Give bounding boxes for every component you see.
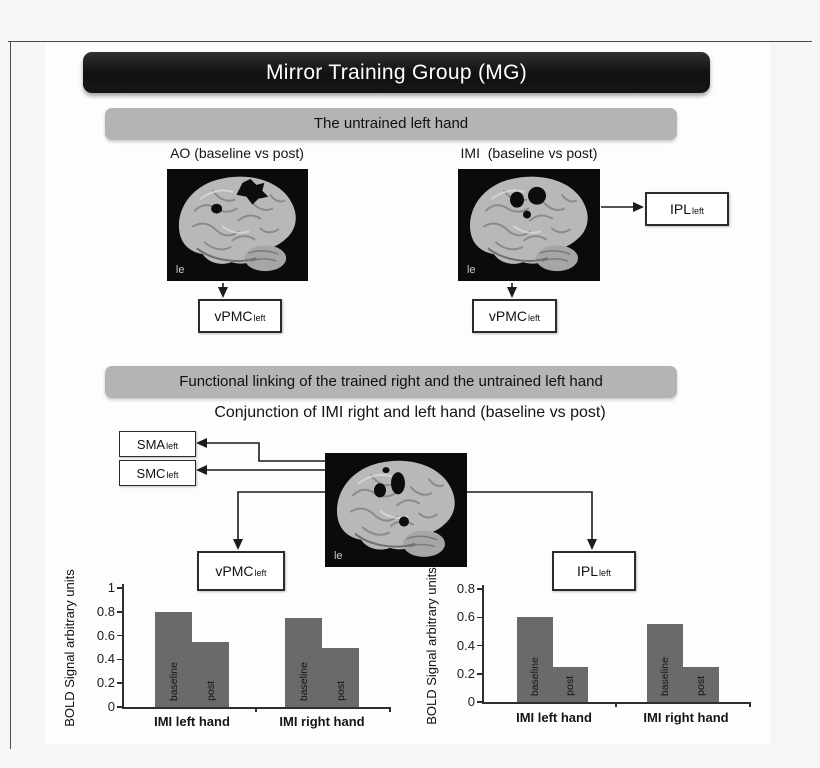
ao-caption: AO (baseline vs post) [170,145,304,161]
ipl-conj-label: IPL [576,563,598,579]
y-axis-title: BOLD Signal arbitrary units [424,567,439,725]
brain-imi-render: le [467,176,588,276]
category-label: IMI left hand [154,714,230,729]
y-tick-mark [117,658,122,661]
category-label: IMI left hand [516,710,592,725]
brain-ao-render: le [176,176,296,276]
y-tick-label: 0 [107,699,115,714]
vpmc-imi-sub: left [528,312,541,323]
brain-image-imi: le [458,169,600,281]
vpmc-conj-sub: left [254,567,267,578]
y-tick-label: 0.2 [96,675,115,691]
vpmc-ao-label: vPMC [214,308,253,324]
section-header-linking: Functional linking of the trained right … [105,366,677,398]
category-label: IMI right hand [643,710,729,725]
y-axis-line [482,585,484,702]
hemisphere-label-imi: le [467,264,476,276]
bar-post: post [552,666,588,702]
activation-blobs-conjunction [374,467,409,527]
bar-post: post [322,647,359,707]
bar-baseline: baseline [647,624,683,702]
imi-caption: IMI (baseline vs post) [460,145,598,161]
brain-image-conjunction: le [325,453,467,567]
y-tick-label: 0.4 [456,637,475,653]
x-tick-mark [749,702,751,707]
category-label: IMI right hand [279,714,365,729]
smc-sub: left [166,469,179,480]
y-tick-label: 0.8 [456,581,475,597]
y-tick-mark [117,611,122,613]
y-tick-label: 0.2 [456,665,475,681]
ipl-conj-sub: left [599,567,612,578]
activation-blobs-ao [211,178,269,214]
y-tick-mark [477,588,482,590]
bar-series-label: baseline [167,661,180,701]
hemisphere-label-conjunction: le [334,550,343,562]
bar-post: post [683,666,719,702]
x-tick-mark [255,707,257,712]
y-axis-line [122,584,124,707]
y-tick-mark [477,616,482,619]
vpmc-ao-sub: left [253,312,266,323]
frame-left-border [10,41,12,749]
y-tick-mark [477,701,482,703]
bar-series-label: post [564,676,576,696]
y-tick-mark [477,673,482,675]
y-tick-label: 0.6 [456,609,475,625]
frame-top-border [8,41,812,43]
y-tick-mark [117,682,122,684]
ipl-top-label: IPL [669,201,691,217]
bar-series-label: post [695,676,707,696]
sma-sub: left [166,440,179,451]
y-tick-label: 0 [467,694,475,709]
y-tick-mark [117,634,122,637]
y-tick-label: 0.8 [96,603,115,619]
y-tick-mark [117,587,122,589]
y-tick-mark [477,644,482,647]
bar-series-label: post [204,681,217,701]
section-header-untrained-label: The untrained left hand [313,115,469,132]
figure-title: Mirror Training Group (MG) [265,61,527,84]
sma-label: SMA [136,436,166,452]
activation-blobs-imi [510,186,546,219]
bar-series-label: post [334,681,347,701]
smc-label: SMC [136,465,166,481]
vpmc-imi-label: vPMC [488,308,528,324]
y-tick-mark [117,706,122,708]
x-tick-mark [615,702,617,707]
y-tick-label: 1 [107,580,115,595]
y-tick-label: 0.4 [96,651,115,667]
y-tick-label: 0.6 [96,627,115,643]
conjunction-subtitle: Conjunction of IMI right and left hand (… [214,404,606,421]
bar-series-label: baseline [659,656,671,696]
bar-baseline: baseline [155,611,192,707]
figure-title-bar: Mirror Training Group (MG) [83,52,710,93]
section-header-untrained: The untrained left hand [105,108,677,140]
y-axis-title: BOLD Signal arbitrary units [62,569,77,727]
brain-image-ao: le [167,169,308,281]
ipl-top-sub: left [692,205,705,216]
x-tick-mark [389,707,391,712]
bar-series-label: baseline [529,656,541,696]
bar-baseline: baseline [517,617,553,702]
section-header-linking-label: Functional linking of the trained right … [179,373,603,390]
bar-series-label: baseline [297,661,310,701]
bar-post: post [192,641,229,707]
bar-baseline: baseline [285,617,322,707]
vpmc-conj-label: vPMC [215,563,254,579]
hemisphere-label-ao: le [176,264,185,276]
brain-conj-render: le [334,460,455,562]
